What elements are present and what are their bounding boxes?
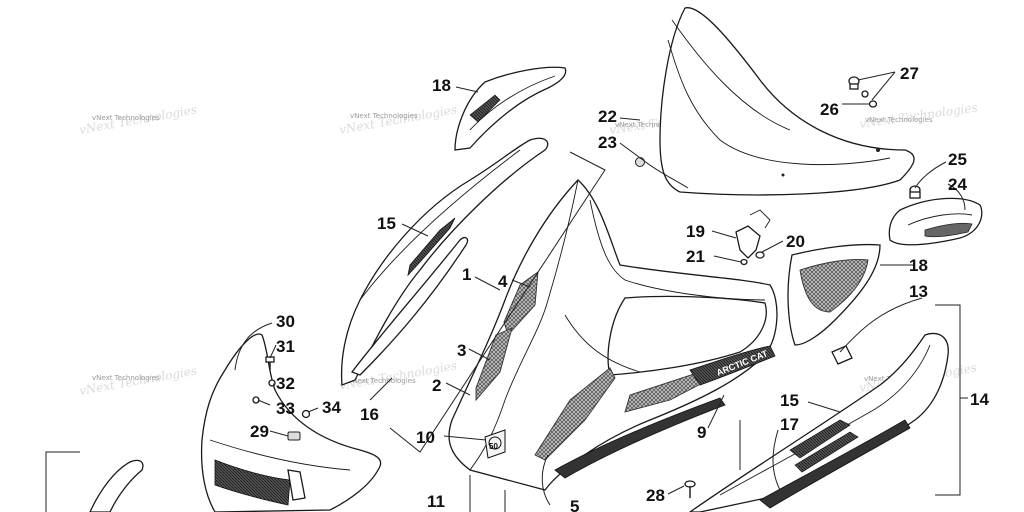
callout-23: 23 (598, 133, 617, 152)
vent-mesh (503, 271, 539, 336)
callout-4: 4 (498, 272, 508, 291)
vent-cover-right-part (787, 243, 881, 346)
callout-9: 9 (697, 423, 706, 442)
hood-badge: 50 (484, 429, 506, 459)
fastener-group-31 (252, 356, 276, 404)
callout-17: 17 (780, 415, 799, 434)
callout-34: 34 (322, 398, 341, 417)
leader-line (935, 304, 961, 496)
callout-3: 3 (457, 341, 466, 360)
vent-cover-top-part (454, 66, 567, 151)
watermark-text: vNext Technologies (92, 374, 160, 382)
callout-1: 1 (462, 265, 471, 284)
grommet-part (635, 157, 645, 167)
callout-27: 27 (900, 64, 919, 83)
callout-15: 15 (377, 214, 396, 233)
callout-33: 33 (276, 399, 295, 418)
callout-5: 5 (570, 497, 579, 512)
leader-line (389, 151, 606, 453)
vent-mesh (475, 327, 513, 402)
callout-32: 32 (276, 374, 295, 393)
callout-25: 25 (948, 150, 967, 169)
watermark-text: vNext Technologies (350, 112, 418, 120)
vent-mesh (624, 371, 713, 413)
watermark-text: vNext Technologies (92, 114, 160, 122)
callout-labels: 1 2 3 4 5 9 10 11 13 14 15 15 16 17 18 1… (250, 64, 989, 512)
callout-22: 22 (598, 107, 617, 126)
watermark-text: vNext Technologies (348, 377, 416, 385)
leader-lines (234, 71, 966, 512)
decal-stripe (689, 345, 776, 386)
watermark-text: vNext Technologies (865, 116, 933, 124)
screw-part (684, 480, 696, 498)
callout-20: 20 (786, 232, 805, 251)
callout-2: 2 (432, 376, 441, 395)
callout-26: 26 (820, 100, 839, 119)
callout-13: 13 (909, 282, 928, 301)
callout-31: 31 (276, 337, 295, 356)
mirror-part (888, 185, 983, 246)
callout-15: 15 (780, 391, 799, 410)
vent-mesh (799, 259, 869, 313)
callout-10: 10 (416, 428, 435, 447)
watermark-text: vNext Technologies (615, 121, 683, 129)
hood-part: ARCTIC CAT 50 (448, 179, 778, 491)
handle-part (89, 459, 144, 512)
front-bumper-part (200, 333, 382, 512)
callout-24: 24 (948, 175, 967, 194)
callout-11: 11 (427, 492, 445, 511)
bracket-part (735, 209, 771, 266)
windshield-part (659, 7, 915, 196)
callout-19: 19 (686, 222, 705, 241)
callout-18: 18 (909, 256, 928, 275)
callout-28: 28 (646, 486, 665, 505)
vent-mesh (534, 367, 616, 461)
callout-30: 30 (276, 312, 295, 331)
callout-18: 18 (432, 76, 451, 95)
side-panel-right-part (688, 332, 949, 512)
callout-29: 29 (250, 422, 269, 441)
callout-16: 16 (360, 405, 379, 424)
callout-14: 14 (970, 390, 989, 409)
leader-line (45, 451, 80, 512)
callout-21: 21 (686, 247, 705, 266)
fastener-group-27 (848, 76, 878, 108)
badge-text: 50 (489, 442, 498, 451)
